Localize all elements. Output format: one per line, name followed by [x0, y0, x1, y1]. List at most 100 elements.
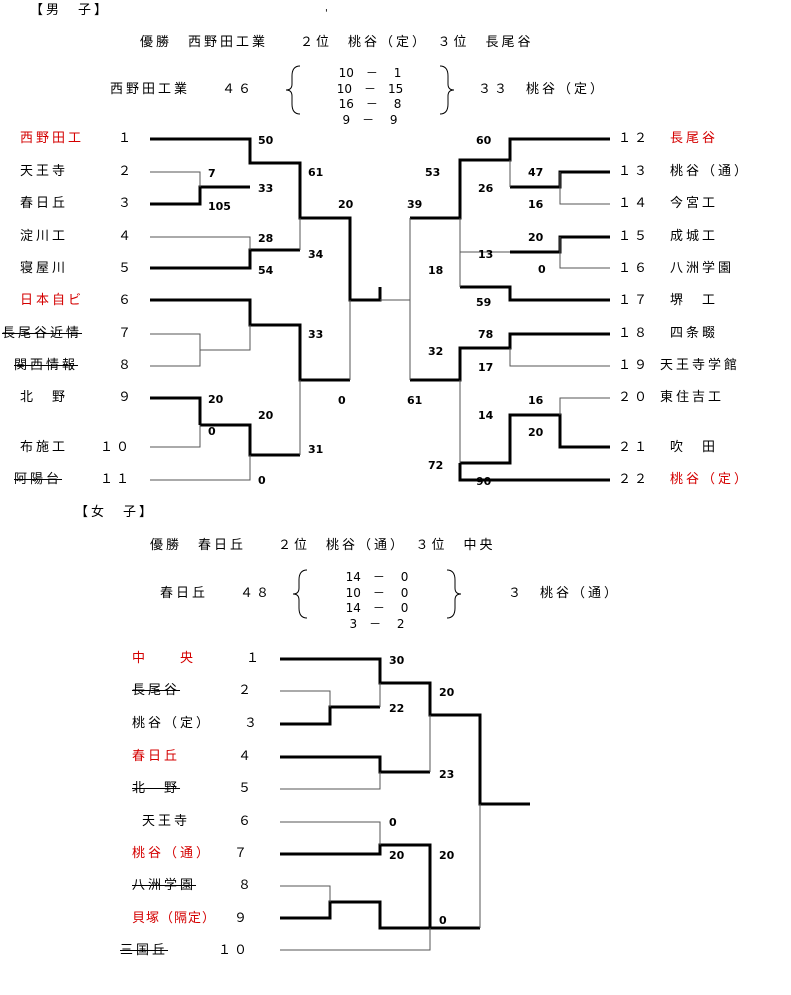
final-score-row: 3 － 2: [349, 616, 405, 631]
match-score: 54: [258, 264, 274, 277]
team-name: 天王寺学館: [660, 358, 741, 373]
match-score: 23: [439, 768, 455, 781]
boys-header: 【男 子】: [30, 3, 111, 18]
match-score: 53: [425, 166, 441, 179]
match-score: 0: [338, 394, 346, 407]
match-score: 20: [389, 849, 405, 862]
match-score: 90: [476, 475, 492, 488]
team-number: ３: [118, 196, 135, 211]
team-number: ５: [118, 261, 135, 276]
match-score: 16: [528, 394, 544, 407]
match-score: 30: [389, 654, 405, 667]
final-score-row: 10 － 1: [338, 66, 402, 80]
team-name: 日本自ビ: [20, 293, 85, 308]
girls-header: 【女 子】: [75, 505, 156, 520]
match-score: 20: [208, 393, 224, 406]
team-name: 天王寺: [142, 814, 191, 829]
team-name: 東住吉工: [660, 390, 725, 405]
team-number: ４: [238, 749, 255, 764]
team-number: ５: [238, 781, 255, 796]
girls-summary: 優勝 春日丘 ２位 桃谷（通） ３位 中央: [150, 538, 496, 553]
team-number: １８: [618, 326, 651, 341]
girls-final-scores: 14 － 0 10 － 0 14 － 0 3 － 2: [312, 570, 442, 632]
match-score: 33: [308, 328, 324, 341]
team-number: ６: [118, 293, 135, 308]
team-number: ２１: [618, 440, 651, 455]
match-score: 20: [528, 231, 544, 244]
team-name: 春日丘: [20, 196, 69, 211]
loser-paths: [150, 160, 610, 951]
team-number: ８: [238, 878, 255, 893]
match-score: 39: [407, 198, 423, 211]
team-number: １３: [618, 164, 651, 179]
team-number: １０: [100, 440, 133, 455]
match-score: 17: [478, 361, 494, 374]
match-score: 72: [428, 459, 444, 472]
final-score-row: 14 － 0: [345, 601, 409, 615]
team-name: 堺 工: [670, 293, 719, 308]
team-number: ７: [118, 326, 135, 341]
team-number: ９: [234, 911, 251, 926]
team-name: 桃谷（定）: [670, 472, 751, 487]
match-score: 78: [478, 328, 494, 341]
team-name: 桃谷（通）: [132, 846, 213, 861]
boys-final-left: 西野田工業 ４６: [110, 82, 255, 97]
team-name: 三国丘: [120, 943, 169, 958]
team-name: 桃谷（通）: [670, 164, 751, 179]
match-score: 20: [338, 198, 354, 211]
team-number: ３: [244, 716, 261, 731]
final-score-row: 9 － 9: [342, 112, 398, 127]
team-name: 八洲学園: [670, 261, 735, 276]
team-name: 天王寺: [20, 164, 69, 179]
score-braces: [285, 65, 462, 619]
team-number: １: [246, 651, 263, 666]
team-name: 貝塚（隔定）: [132, 911, 217, 926]
match-score: 0: [208, 425, 216, 438]
team-name: 長尾谷: [132, 683, 181, 698]
match-score: 20: [439, 686, 455, 699]
winner-paths: [150, 137, 610, 930]
team-number: ４: [118, 229, 135, 244]
team-number: １５: [618, 229, 651, 244]
boys-final-scores: 10 － 1 10 － 15 16 － 8 9 － 9: [305, 66, 435, 128]
team-name: 今宮工: [670, 196, 719, 211]
team-name: 北 野: [20, 390, 69, 405]
team-number: ２: [118, 164, 135, 179]
match-score: 20: [439, 849, 455, 862]
match-score: 0: [538, 263, 546, 276]
team-name: 春日丘: [132, 749, 181, 764]
team-number: ２２: [618, 472, 651, 487]
match-score: 105: [208, 200, 231, 213]
team-number: ８: [118, 358, 135, 373]
girls-final-right: ３ 桃谷（通）: [508, 586, 621, 601]
team-number: ９: [118, 390, 135, 405]
team-name: 阿陽台: [14, 472, 63, 487]
team-name: 布施工: [20, 440, 69, 455]
team-name: 成城工: [670, 229, 719, 244]
team-number: １１: [100, 472, 133, 487]
team-name: 桃谷（定）: [132, 716, 213, 731]
match-score: 18: [428, 264, 444, 277]
stray-mark: ': [325, 8, 331, 19]
team-number: １４: [618, 196, 651, 211]
girls-final-left: 春日丘 ４８: [160, 586, 273, 601]
match-score: 60: [476, 134, 492, 147]
match-score: 28: [258, 232, 274, 245]
match-score: 59: [476, 296, 492, 309]
team-name: 四条畷: [670, 326, 719, 341]
boys-final-right: ３３ 桃谷（定）: [478, 82, 607, 97]
match-score: 50: [258, 134, 274, 147]
match-score: 0: [258, 474, 266, 487]
team-number: １２: [618, 131, 651, 146]
match-score: 61: [308, 166, 324, 179]
match-score: 16: [528, 198, 544, 211]
team-number: ６: [238, 814, 255, 829]
team-name: 寝屋川: [20, 261, 69, 276]
team-number: ７: [234, 846, 251, 861]
team-number: １７: [618, 293, 651, 308]
team-number: ２０: [618, 390, 651, 405]
team-name: 淀川工: [20, 229, 69, 244]
team-name: 八洲学園: [132, 878, 197, 893]
team-name: 西野田工: [20, 131, 85, 146]
